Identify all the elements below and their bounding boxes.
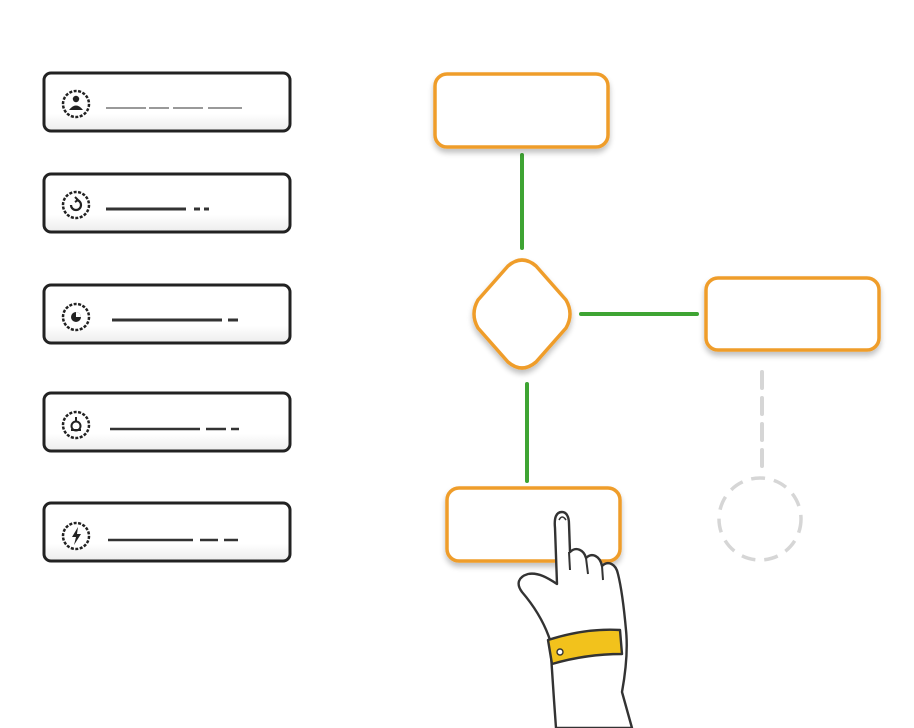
node-pending-placeholder [717,476,803,562]
palette-item-tag[interactable] [42,391,292,453]
wristband [546,628,624,666]
palette-item-person[interactable] [42,71,292,133]
palette-item-pie[interactable] [42,283,292,345]
refresh-icon [69,196,83,212]
palette-item-refresh[interactable] [42,172,292,234]
node-start[interactable] [433,72,610,149]
pie-icon [71,312,81,322]
connectors [520,153,764,483]
node-end[interactable] [445,486,622,563]
person-icon [69,95,83,110]
node-decision[interactable] [472,258,572,370]
pointing-hand-icon [517,510,634,728]
node-branch[interactable] [704,276,881,352]
bolt-icon [72,527,81,545]
palette-item-bolt[interactable] [42,501,292,563]
shape-palette [42,71,292,563]
tag-icon [70,417,82,432]
diagram-nodes [433,72,881,563]
